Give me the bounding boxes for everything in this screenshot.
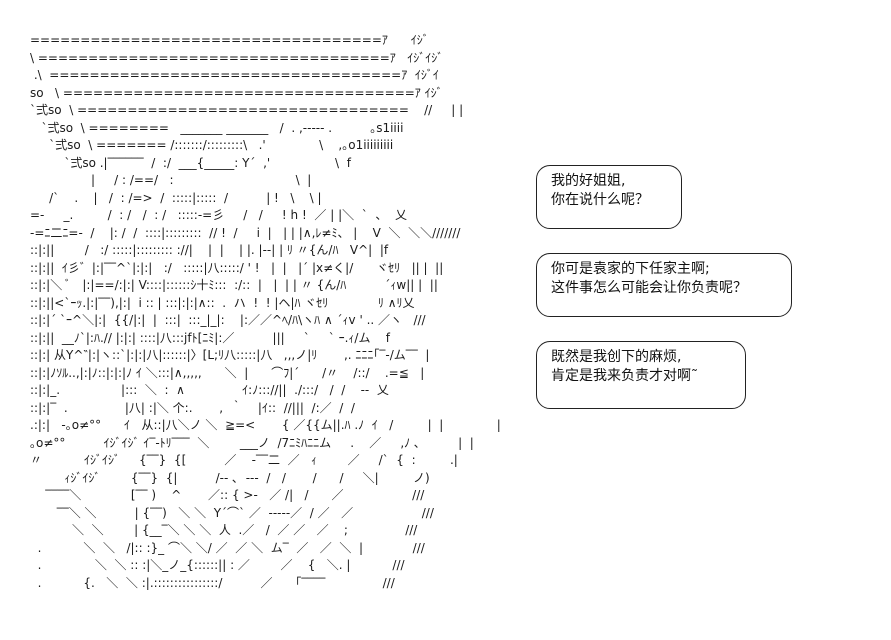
ascii-art-line: ::|:|ﾉｿﾙ..,|:|ﾉ::|:|:|ﾉ ｲ ＼:::|∧,,,,, ＼ … bbox=[30, 365, 425, 380]
ascii-art-line: `弍so \ =================================… bbox=[30, 103, 464, 117]
ascii-art-line: . {. ＼ ＼ :|.::::::::::::::::/ ／ ｢‾‾‾‾ //… bbox=[30, 575, 395, 590]
ascii-art-line: ｡o≠°° ｲｼﾞｲｼﾞ ｲ‾‐ﾄﾘ‾‾‾ ＼ ___ノ /7ﾆﾐﾊﾆﾆム . … bbox=[30, 435, 474, 450]
speech-bubble-1-line-1: 我的好姐姐, bbox=[551, 173, 626, 189]
ascii-art-line: \ ===================================ｱ ｲ… bbox=[30, 50, 444, 65]
speech-bubble-2-line-2: 这件事怎么可能会让你负责呢？ bbox=[551, 280, 747, 296]
ascii-art-line: -=ﾆ二ﾆ=- / |: / / ::::|::::::::: // ! / i… bbox=[30, 225, 461, 240]
ascii-art-line: =- _. / : / / : / :::::‐=彡 / / ! h ! ／ |… bbox=[30, 208, 407, 222]
ascii-art-line: .:|:| ‐｡o≠°° ｲ 从::|八＼ノ ＼ ≧=< { ／{{ム||.ﾊ … bbox=[30, 418, 501, 432]
ascii-art-line: . ＼ ＼ :: :|＼_ノ_{::::::|| : ／ ／ { ＼. | //… bbox=[30, 558, 405, 572]
ascii-art: ===================================ｱ ｲｼﾞ… bbox=[30, 32, 501, 592]
ascii-art-line: ‾‾‾‾＼ [‾‾ ) ^ ／:: { >‐ ／ /| / ／ /// bbox=[30, 488, 425, 502]
speech-bubble-2: 你可是袁家的下任家主啊; 这件事怎么可能会让你负责呢？ bbox=[536, 253, 792, 317]
ascii-art-line: . ＼ ＼ /|:: :}_ ⌒＼ ＼/ ／ ／ ＼ ム‾ ／ ／ ＼ | //… bbox=[30, 540, 425, 555]
ascii-art-line: so \ ===================================… bbox=[30, 85, 443, 100]
ascii-art-line: ::|:|‾ . |八| :|＼ 个:. , ｀ |ｲ:: //||| /:／ … bbox=[30, 400, 355, 415]
ascii-art-line: ::|:||<`ｰｯ.|:|‾‾),|:| i :: | :::|:|:|∧::… bbox=[30, 295, 415, 310]
speech-bubble-3: 既然是我创下的麻烦, 肯定是我来负责才对啊˜ bbox=[536, 341, 746, 409]
ascii-art-line: /` . | / : /=> / :::::|::::: / | ! \ \ | bbox=[30, 190, 322, 205]
speech-bubble-2-line-1: 你可是袁家的下任家主啊; bbox=[551, 261, 710, 277]
ascii-art-line: ＼ ＼ | {__‾＼ ＼ ＼ 人 .／ / ／ ／ ／ ; /// bbox=[30, 523, 418, 537]
speech-bubble-3-line-2: 肯定是我来负责才对啊˜ bbox=[551, 368, 698, 384]
speech-bubble-1-line-2: 你在说什么呢？ bbox=[551, 192, 649, 208]
ascii-art-line: ::|:|| / :/ :::::|::::::::: ://| | | | |… bbox=[30, 243, 389, 257]
ascii-art-line: ::|:|_. |::: ＼ : ∧ ｲ:ﾉ::://|| ./:::/ / /… bbox=[30, 383, 389, 397]
ascii-art-line: | / : /==/ : \ | bbox=[30, 173, 312, 187]
ascii-art-line: ===================================ｱ ｲｼﾞ bbox=[30, 33, 429, 47]
speech-bubble-3-line-1: 既然是我创下的麻烦, bbox=[551, 349, 682, 365]
ascii-art-line: ::|:|´ `ｰ^＼|:| {{/|:| | :::| :::_|_|: |:… bbox=[30, 313, 426, 327]
ascii-art-line: `弍so \ ======= /:::::::/:::::::::\ .' \ … bbox=[30, 138, 394, 152]
ascii-art-line: `弍so \ ======== _______ _______ / . ,‐‐‐… bbox=[30, 120, 404, 135]
ascii-art-line: ::|:|| ｲ彡゛|:|‾‾^`|:|:| :/ :::::|八:::::/ … bbox=[30, 260, 444, 275]
ascii-art-line: .\ ===================================ｱ … bbox=[30, 68, 439, 82]
ascii-art-line: `弍so .|‾‾‾‾‾‾ / :/ ___{_____: Y´ ,' \ f bbox=[30, 155, 351, 170]
ascii-art-line: ::|:| 从Y^‶|:|ヽ::`|:|:|八|::::::|〉[L;ﾘ八:::… bbox=[30, 348, 430, 362]
ascii-art-line: ::|:|| __ﾉ`|:ﾊ.// |:|:| ::::|八:::jfﾄ[ﾆﾐ|… bbox=[30, 330, 390, 345]
ascii-art-line: ｨｼﾞｲｼﾞ {‾‾} {| /‐‐ ､ ‐‐‐ / / / / ＼| ノ) bbox=[30, 470, 430, 485]
ascii-art-line: ‾‾＼ ＼ | {‾‾) ＼ ＼ Y´⌒` ／ ‐‐‐‐‐／ / ／ ／ /// bbox=[30, 505, 434, 520]
ascii-art-line: 〃 ｲｼﾞｲｼﾞ {‾‾} {[ ／ ‐‾‾二 ／ ｨ ／ /` { : .| bbox=[30, 453, 458, 467]
ascii-art-line: ::|:|＼ ﾞ |:|==/:|:| V::::|::::::ｼ十ﾐ::: :… bbox=[30, 278, 438, 292]
speech-bubble-1: 我的好姐姐, 你在说什么呢？ bbox=[536, 165, 682, 229]
